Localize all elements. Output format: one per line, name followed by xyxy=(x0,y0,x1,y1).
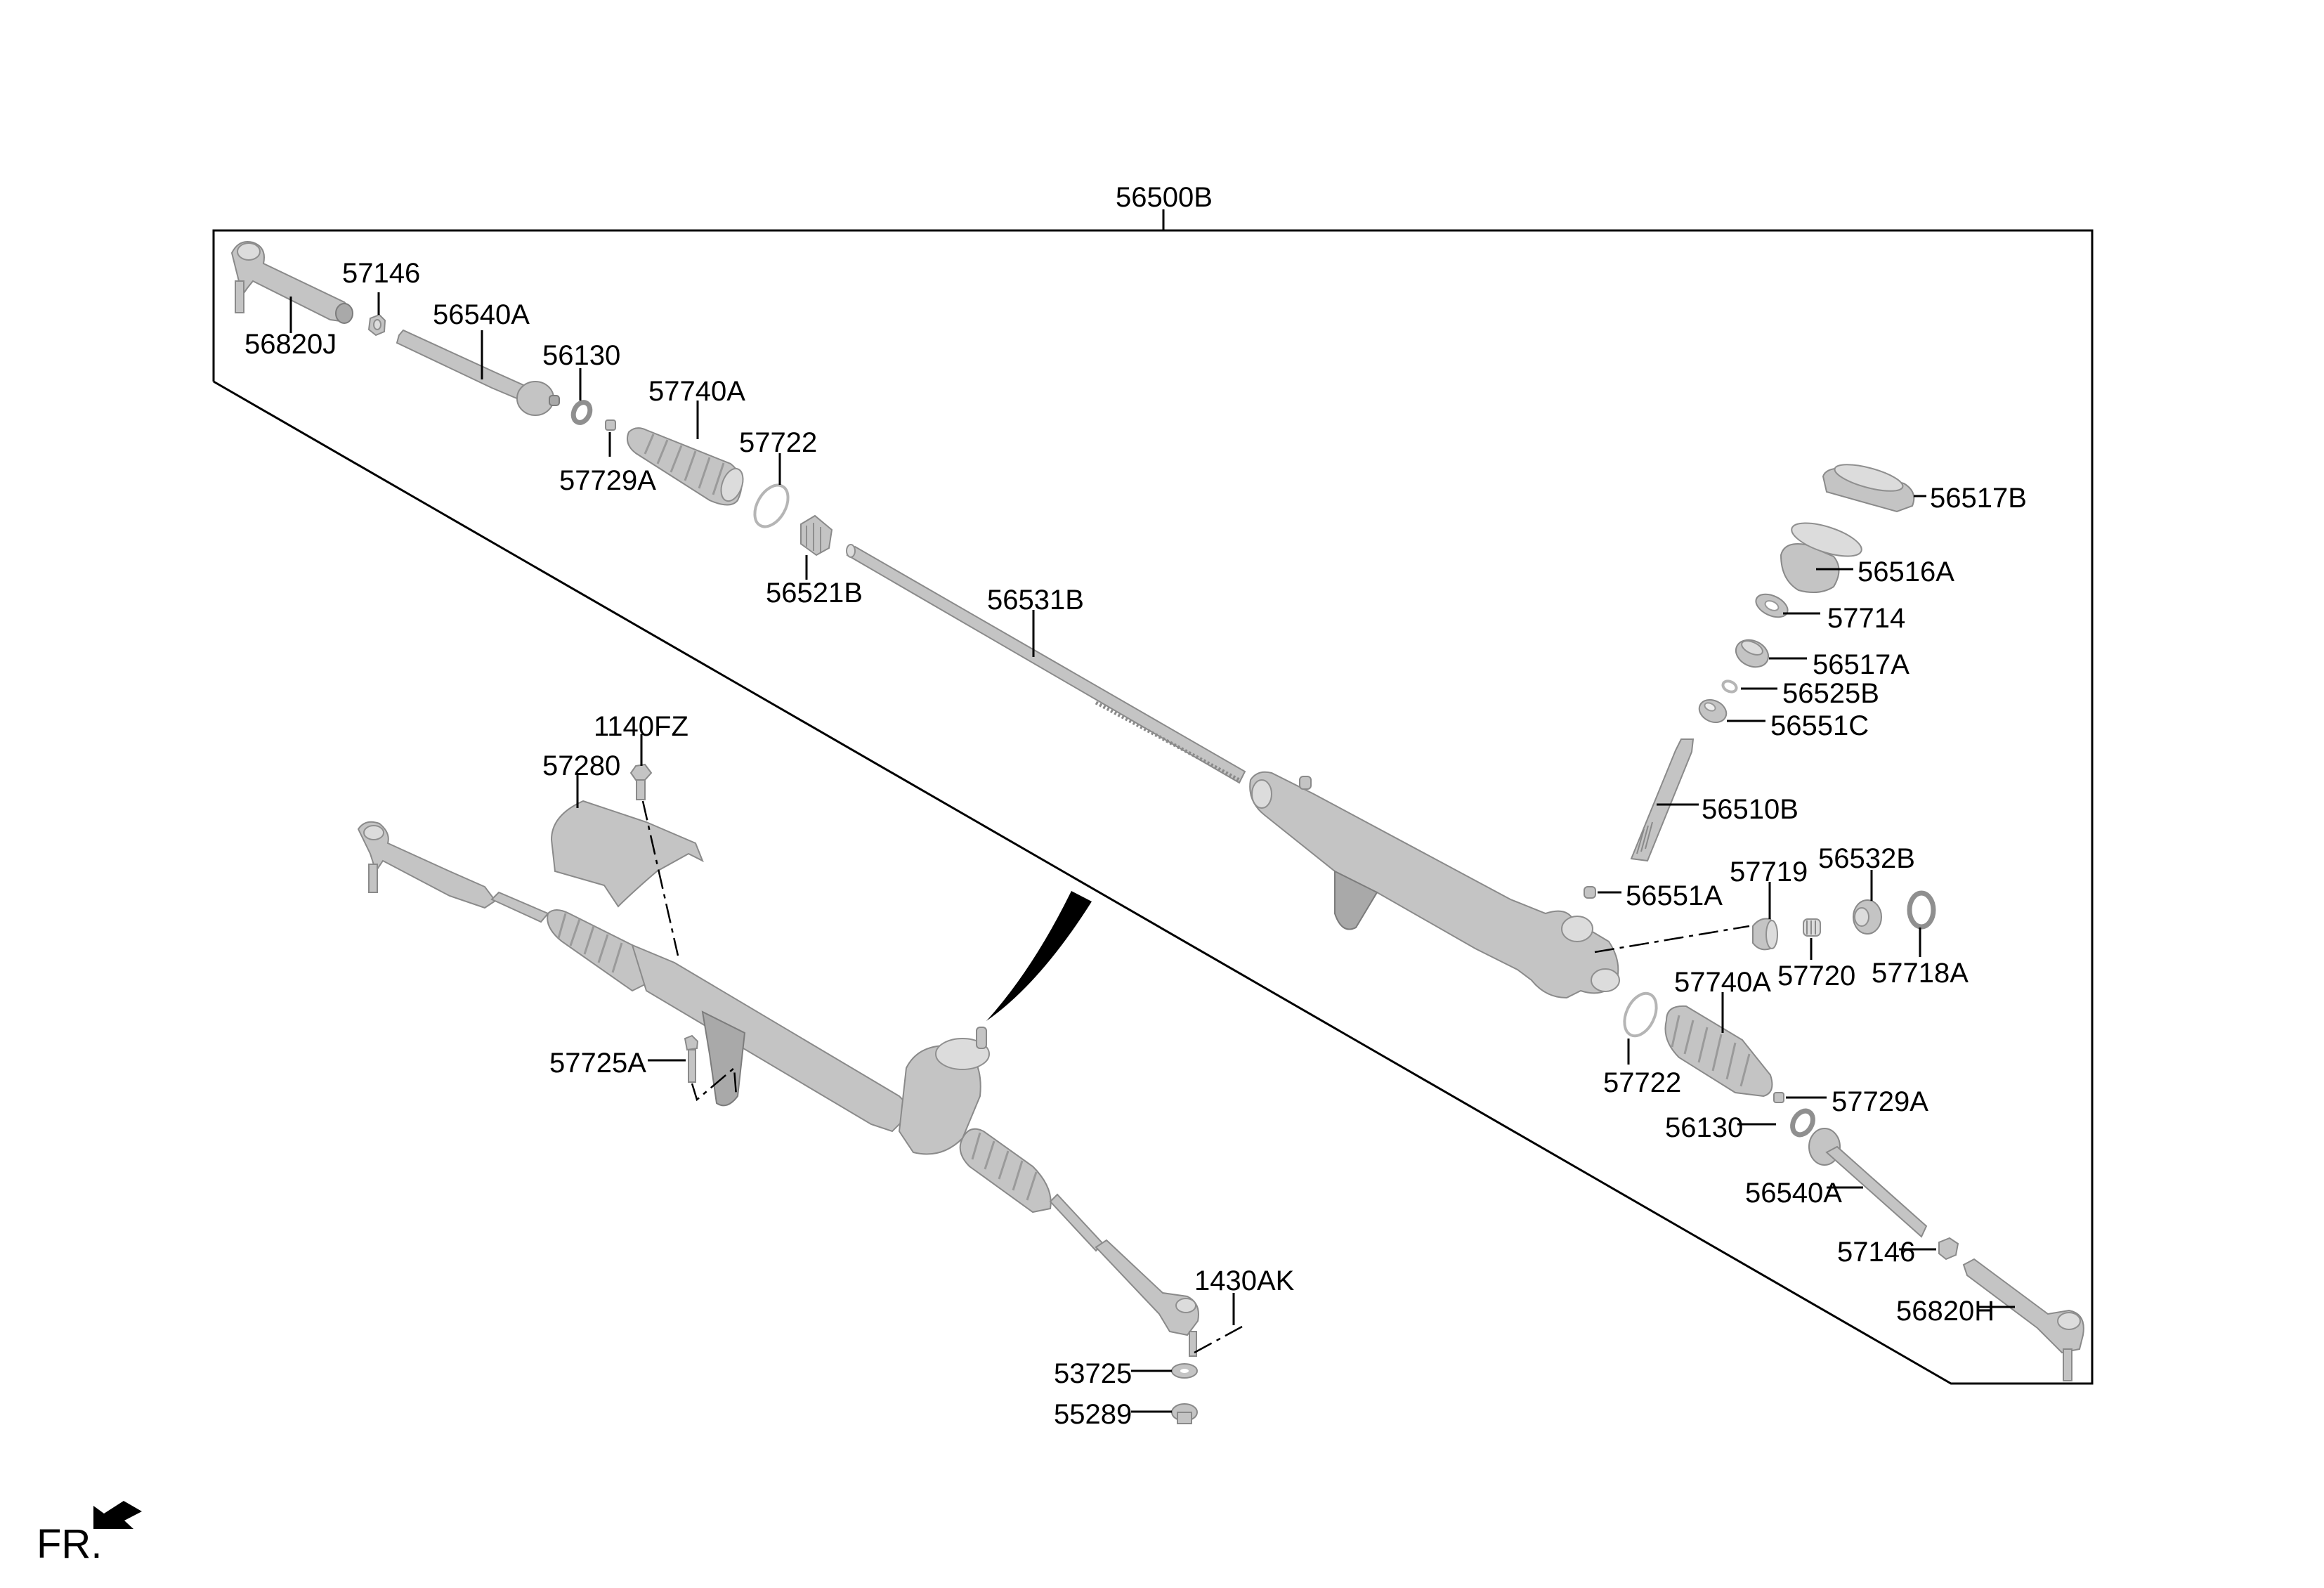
label-56521B[interactable]: 56521B xyxy=(766,578,863,608)
label-56525B[interactable]: 56525B xyxy=(1782,678,1879,709)
cover-56517A[interactable] xyxy=(1732,635,1773,672)
label-57729A-left[interactable]: 57729A xyxy=(559,465,656,496)
mount-bolt[interactable] xyxy=(684,1034,699,1083)
label-1430AK[interactable]: 1430AK xyxy=(1194,1265,1295,1296)
label-57722-left[interactable]: 57722 xyxy=(739,427,817,458)
clip-right[interactable] xyxy=(1773,1092,1784,1103)
label-57146-left[interactable]: 57146 xyxy=(342,258,420,289)
lock-ring[interactable] xyxy=(1907,890,1936,930)
label-57740A-right[interactable]: 57740A xyxy=(1674,967,1771,998)
housing-cap[interactable] xyxy=(1780,516,1865,594)
rack-bar[interactable] xyxy=(846,544,1246,784)
tie-rod-end-right[interactable] xyxy=(1962,1258,2084,1381)
label-57720[interactable]: 57720 xyxy=(1777,961,1855,991)
label-57729A-right[interactable]: 57729A xyxy=(1832,1086,1928,1117)
label-57740A-left[interactable]: 57740A xyxy=(648,376,745,407)
rack-housing[interactable] xyxy=(1249,771,1620,999)
cover-top[interactable] xyxy=(1822,460,1915,513)
lock-nut-right[interactable] xyxy=(1938,1237,1959,1261)
label-57714[interactable]: 57714 xyxy=(1827,603,1905,634)
bearing-lower[interactable] xyxy=(1584,886,1596,899)
heat-shield[interactable] xyxy=(550,800,704,908)
yoke-plug[interactable] xyxy=(1853,899,1882,935)
label-56540A-right[interactable]: 56540A xyxy=(1745,1178,1842,1209)
shield-bolt-guide-line xyxy=(641,800,679,956)
label-56820H[interactable]: 56820H xyxy=(1896,1296,1995,1327)
label-57146-right[interactable]: 57146 xyxy=(1837,1237,1915,1268)
spring[interactable] xyxy=(1803,918,1821,937)
label-56517B[interactable]: 56517B xyxy=(1930,483,2027,514)
assembled-steering-gear[interactable] xyxy=(357,821,1199,1357)
label-56531B[interactable]: 56531B xyxy=(987,585,1084,616)
assembly-frame xyxy=(212,209,2094,1385)
label-56500B[interactable]: 56500B xyxy=(1116,182,1213,213)
orientation-label: FR. xyxy=(37,1521,102,1567)
label-56510B[interactable]: 56510B xyxy=(1702,794,1799,825)
label-55289[interactable]: 55289 xyxy=(1054,1399,1132,1430)
label-56820J[interactable]: 56820J xyxy=(244,329,337,360)
label-56130-left[interactable]: 56130 xyxy=(542,340,620,371)
shield-bolt[interactable] xyxy=(629,763,653,800)
front-arrow-icon xyxy=(93,1501,142,1529)
label-57280[interactable]: 57280 xyxy=(542,750,620,781)
mount-bolt-guide-line xyxy=(691,1066,738,1102)
label-56540A-left[interactable]: 56540A xyxy=(433,299,530,330)
ring-right[interactable] xyxy=(1789,1107,1817,1138)
inner-tie-rod-left[interactable] xyxy=(396,329,560,416)
bearing-upper[interactable] xyxy=(1696,696,1730,727)
tie-rod-end-left[interactable] xyxy=(230,241,353,324)
clip-left[interactable] xyxy=(605,419,616,431)
label-57719[interactable]: 57719 xyxy=(1730,857,1808,887)
lock-nut-left[interactable] xyxy=(367,313,386,337)
cotter-pin[interactable] xyxy=(1194,1325,1243,1354)
label-57718A[interactable]: 57718A xyxy=(1872,958,1969,989)
snap-ring[interactable] xyxy=(1721,679,1738,694)
washer[interactable] xyxy=(1171,1363,1198,1379)
castle-nut[interactable] xyxy=(1171,1403,1198,1424)
bushing[interactable] xyxy=(800,514,833,557)
yoke[interactable] xyxy=(1752,918,1778,951)
bellows-left[interactable] xyxy=(627,427,747,506)
label-56551C[interactable]: 56551C xyxy=(1770,710,1869,741)
yoke-guide-line xyxy=(1594,925,1750,954)
label-56516A[interactable]: 56516A xyxy=(1858,557,1954,587)
callout-pointer xyxy=(986,891,1092,1021)
label-56551A[interactable]: 56551A xyxy=(1626,880,1723,911)
label-53725[interactable]: 53725 xyxy=(1054,1358,1132,1389)
label-56532B[interactable]: 56532B xyxy=(1818,843,1915,874)
ring-left[interactable] xyxy=(570,400,594,425)
bellows-right[interactable] xyxy=(1664,1005,1773,1098)
band-right[interactable] xyxy=(1618,989,1662,1041)
seal-57714[interactable] xyxy=(1752,590,1791,622)
label-56130-right[interactable]: 56130 xyxy=(1665,1112,1743,1143)
label-57722-right[interactable]: 57722 xyxy=(1603,1067,1681,1098)
pinion[interactable] xyxy=(1630,738,1695,862)
label-56517A[interactable]: 56517A xyxy=(1813,649,1910,680)
label-1140FZ[interactable]: 1140FZ xyxy=(594,711,688,742)
inner-tie-rod-right[interactable] xyxy=(1808,1128,1928,1238)
label-57725A[interactable]: 57725A xyxy=(549,1048,646,1079)
band-left[interactable] xyxy=(748,479,795,532)
